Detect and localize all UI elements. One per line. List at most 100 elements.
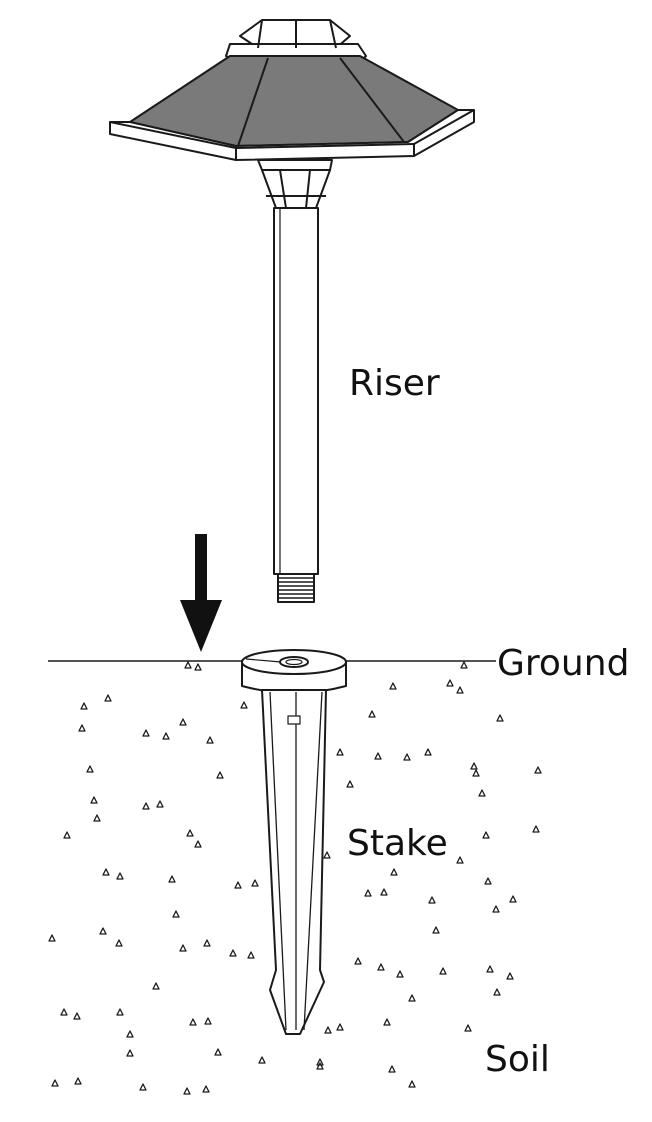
soil-particle	[234, 881, 242, 889]
soil-particle	[316, 1058, 324, 1066]
soil-particle	[214, 1048, 222, 1056]
soil-particle	[534, 766, 542, 774]
soil-particle	[389, 682, 397, 690]
soil-particle	[116, 872, 124, 880]
soil-particle	[506, 972, 514, 980]
soil-particle	[354, 957, 362, 965]
soil-particle	[432, 926, 440, 934]
soil-particle	[336, 748, 344, 756]
soil-particle	[258, 1056, 266, 1064]
stake-label: Stake	[347, 823, 448, 864]
soil-particle	[240, 701, 248, 709]
soil-particle	[142, 802, 150, 810]
soil-particle	[74, 1077, 82, 1085]
soil-particle	[377, 963, 385, 971]
soil-particle	[323, 851, 331, 859]
soil-particle	[496, 714, 504, 722]
soil-particle	[156, 800, 164, 808]
soil-particle	[408, 1080, 416, 1088]
soil-particle	[183, 1087, 191, 1095]
soil-particle	[364, 889, 372, 897]
soil-particle	[189, 1018, 197, 1026]
soil-particle	[126, 1030, 134, 1038]
soil-particle	[80, 702, 88, 710]
soil-particle	[390, 868, 398, 876]
underside-ring	[257, 159, 333, 171]
soil-particle	[162, 732, 170, 740]
soil-particle	[439, 967, 447, 975]
riser-tube	[273, 207, 319, 575]
soil-label: Soil	[485, 1039, 550, 1080]
soil-particle	[472, 769, 480, 777]
soil-particle	[380, 888, 388, 896]
soil-particle	[60, 1008, 68, 1016]
soil-particle	[486, 965, 494, 973]
soil-particle	[186, 829, 194, 837]
soil-particles	[48, 661, 542, 1095]
ground-label: Ground	[497, 643, 630, 684]
soil-particle	[179, 718, 187, 726]
soil-particle	[408, 994, 416, 1002]
soil-particle	[51, 1079, 59, 1087]
soil-particle	[115, 939, 123, 947]
soil-particle	[478, 789, 486, 797]
soil-particle	[396, 970, 404, 978]
soil-particle	[90, 796, 98, 804]
soil-particle	[202, 1085, 210, 1093]
soil-particle	[126, 1049, 134, 1057]
soil-particle	[470, 762, 478, 770]
soil-particle	[168, 875, 176, 883]
collar	[261, 169, 331, 209]
soil-particle	[324, 1026, 332, 1034]
soil-particle	[428, 896, 436, 904]
soil-particle	[492, 905, 500, 913]
soil-particle	[403, 753, 411, 761]
soil-particle	[464, 1024, 472, 1032]
soil-particle	[194, 840, 202, 848]
soil-particle	[152, 982, 160, 990]
soil-particle	[484, 877, 492, 885]
soil-particle	[229, 949, 237, 957]
riser	[273, 207, 319, 603]
soil-particle	[206, 736, 214, 744]
soil-particle	[388, 1065, 396, 1073]
soil-particle	[456, 686, 464, 694]
soil-particle	[316, 1062, 324, 1070]
soil-particle	[139, 1083, 147, 1091]
soil-particle	[93, 814, 101, 822]
stake-spike	[261, 689, 327, 1035]
soil-particle	[63, 831, 71, 839]
soil-particle	[203, 939, 211, 947]
soil-particle	[184, 661, 192, 669]
fixture-head	[109, 19, 475, 209]
soil-particle	[204, 1017, 212, 1025]
soil-particle	[383, 1018, 391, 1026]
soil-particle	[532, 825, 540, 833]
soil-particle	[142, 729, 150, 737]
soil-particle	[493, 988, 501, 996]
soil-particle	[172, 910, 180, 918]
soil-particle	[194, 663, 202, 671]
soil-particle	[73, 1012, 81, 1020]
soil-particle	[456, 856, 464, 864]
soil-particle	[86, 765, 94, 773]
soil-particle	[99, 927, 107, 935]
soil-particle	[216, 771, 224, 779]
down-arrow-icon	[180, 534, 222, 652]
riser-label: Riser	[349, 363, 440, 404]
soil-particle	[251, 879, 259, 887]
soil-particle	[179, 944, 187, 952]
soil-particle	[48, 934, 56, 942]
soil-particle	[446, 679, 454, 687]
soil-particle	[104, 694, 112, 702]
soil-particle	[336, 1023, 344, 1031]
soil-particle	[374, 752, 382, 760]
soil-particle	[102, 868, 110, 876]
soil-particle	[368, 710, 376, 718]
soil-particle	[247, 951, 255, 959]
soil-particle	[424, 748, 432, 756]
soil-particle	[116, 1008, 124, 1016]
stake	[241, 649, 347, 1035]
